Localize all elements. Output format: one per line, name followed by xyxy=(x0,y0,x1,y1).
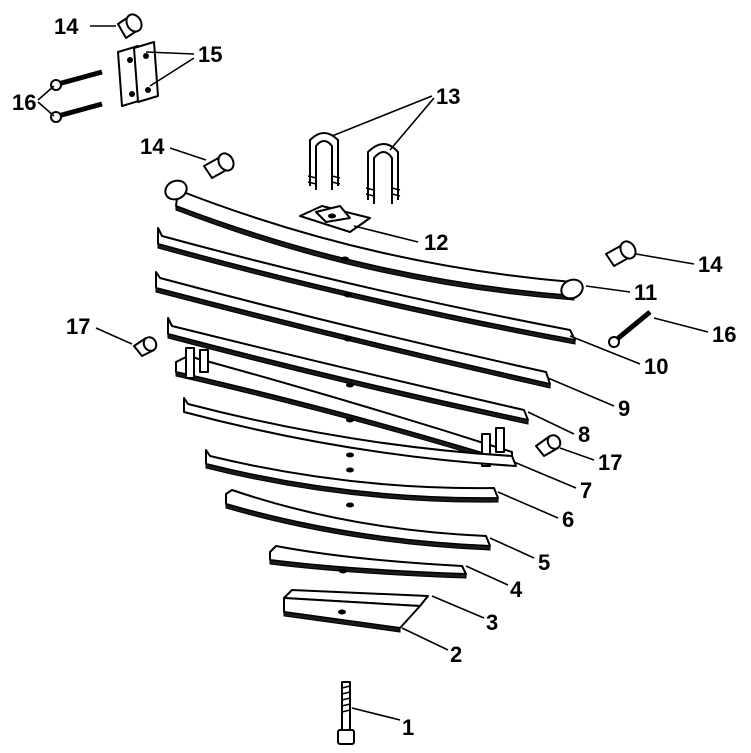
callout-5: 5 xyxy=(538,550,550,575)
shackle-plates-15 xyxy=(117,41,159,107)
leaf-6 xyxy=(183,397,517,467)
leaf-8 xyxy=(167,317,529,425)
callout-12: 12 xyxy=(424,230,448,255)
callout-7: 7 xyxy=(580,478,592,503)
bushing-14-right xyxy=(605,240,637,267)
callout-11: 11 xyxy=(634,280,657,305)
spacer-17-right xyxy=(535,434,562,457)
callout-4: 4 xyxy=(510,577,523,602)
shackle-bolt-16-upper xyxy=(50,69,103,91)
callout-15: 15 xyxy=(198,42,222,67)
spacer-17-left xyxy=(133,336,158,357)
bushing-14-top xyxy=(117,13,143,39)
shackle-bolt-16-lower xyxy=(50,101,103,123)
callout-3: 3 xyxy=(486,610,498,635)
callout-6: 6 xyxy=(562,507,574,532)
leaf-5 xyxy=(205,449,499,503)
center-bolt-1 xyxy=(337,681,355,745)
main-leaf-11 xyxy=(164,179,584,301)
bushing-14-middle xyxy=(203,152,235,179)
callout-9: 9 xyxy=(618,396,630,421)
leaf-9 xyxy=(155,271,551,389)
callout-16-right: 16 xyxy=(712,322,736,347)
callout-13: 13 xyxy=(436,84,460,109)
callout-16-left: 16 xyxy=(12,90,36,115)
callout-1: 1 xyxy=(402,715,414,740)
u-bolt-13-left xyxy=(307,132,341,190)
leaf-2 xyxy=(283,589,429,633)
callout-14-top: 14 xyxy=(54,14,79,39)
callout-14-right: 14 xyxy=(698,252,723,277)
callout-14-middle: 14 xyxy=(140,134,165,159)
shackle-bolt-16-right xyxy=(608,310,652,348)
leaf-7 xyxy=(175,347,513,467)
u-bolt-13-right xyxy=(365,143,401,204)
leaf-4 xyxy=(225,489,491,551)
spring-seat-plate-12 xyxy=(299,205,371,233)
callout-2: 2 xyxy=(450,642,462,667)
callout-8: 8 xyxy=(578,422,590,447)
leader-lines xyxy=(37,25,709,721)
callout-17-left: 17 xyxy=(66,314,90,339)
leaf-10 xyxy=(157,227,576,345)
leaf-3 xyxy=(269,545,467,579)
callout-17-right: 17 xyxy=(598,450,622,475)
callout-10: 10 xyxy=(644,354,668,379)
